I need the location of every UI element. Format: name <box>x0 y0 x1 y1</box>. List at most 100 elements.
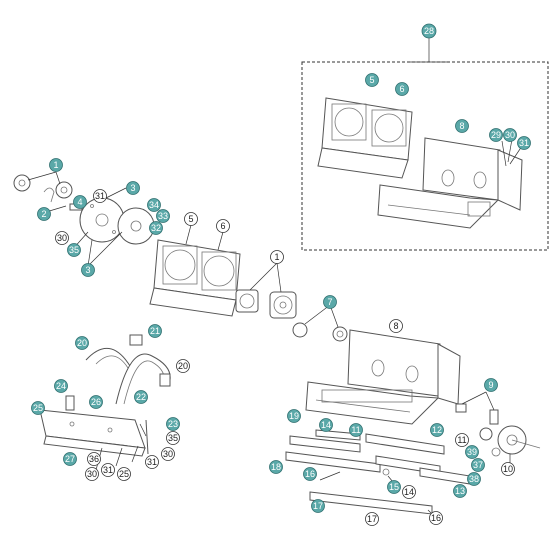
callout-30-low-2: 30 <box>85 467 99 481</box>
callout-1-left: 1 <box>49 158 63 172</box>
svg-text:30: 30 <box>57 233 67 243</box>
callout-26: 26 <box>89 395 103 409</box>
svg-text:32: 32 <box>151 223 161 233</box>
callout-11-b: 11 <box>455 433 469 447</box>
svg-text:22: 22 <box>136 392 146 402</box>
svg-text:3: 3 <box>85 265 90 275</box>
callout-16-b: 16 <box>429 511 443 525</box>
svg-text:17: 17 <box>367 514 377 524</box>
callout-30-inset: 30 <box>503 128 517 142</box>
svg-text:35: 35 <box>69 245 79 255</box>
inset-assembly <box>301 38 549 251</box>
flange-plate-left <box>79 197 125 243</box>
callout-5-inset: 5 <box>365 73 379 87</box>
svg-text:5: 5 <box>188 214 193 224</box>
callout-31-inset: 31 <box>517 136 531 150</box>
callout-31-low-2: 31 <box>101 463 115 477</box>
svg-text:35: 35 <box>168 433 178 443</box>
callout-17-b: 17 <box>365 512 379 526</box>
callout-10: 10 <box>501 462 515 476</box>
callout-19: 19 <box>287 409 301 423</box>
svg-text:23: 23 <box>168 419 178 429</box>
callout-30-low: 30 <box>161 447 175 461</box>
svg-text:27: 27 <box>65 454 75 464</box>
svg-text:28: 28 <box>424 26 434 36</box>
callout-14-a: 14 <box>319 418 333 432</box>
fan-assembly-left <box>13 171 73 199</box>
svg-text:6: 6 <box>220 221 225 231</box>
callout-33: 33 <box>156 209 170 223</box>
svg-text:5: 5 <box>369 75 374 85</box>
svg-text:30: 30 <box>505 130 515 140</box>
svg-text:39: 39 <box>467 447 477 457</box>
callout-11-a: 11 <box>349 423 363 437</box>
callout-8: 8 <box>389 319 403 333</box>
callout-6-inset: 6 <box>395 82 409 96</box>
callout-30-left: 30 <box>55 231 69 245</box>
callout-36: 36 <box>87 452 101 466</box>
callout-28: 28 <box>421 23 437 39</box>
callout-9: 9 <box>484 378 498 392</box>
svg-text:25: 25 <box>33 403 43 413</box>
svg-text:33: 33 <box>158 211 168 221</box>
svg-text:1: 1 <box>274 252 279 262</box>
svg-text:29: 29 <box>491 130 501 140</box>
callout-13: 13 <box>453 484 467 498</box>
callout-18: 18 <box>269 460 283 474</box>
svg-text:14: 14 <box>404 487 414 497</box>
callout-27: 27 <box>63 452 77 466</box>
svg-text:21: 21 <box>150 326 160 336</box>
svg-text:9: 9 <box>488 380 493 390</box>
callout-31-left: 31 <box>93 189 107 203</box>
svg-text:31: 31 <box>95 191 105 201</box>
callout-6: 6 <box>216 219 230 233</box>
svg-text:36: 36 <box>89 454 99 464</box>
callout-7: 7 <box>323 295 337 309</box>
callout-20-right: 20 <box>176 359 190 373</box>
fan-assembly-center <box>235 262 297 319</box>
callout-29: 29 <box>489 128 503 142</box>
callout-25-low: 25 <box>117 467 131 481</box>
callout-20-left: 20 <box>75 336 89 350</box>
callout-8-inset: 8 <box>455 119 469 133</box>
svg-text:20: 20 <box>178 361 188 371</box>
svg-text:17: 17 <box>313 501 323 511</box>
svg-text:31: 31 <box>103 465 113 475</box>
callout-25-left: 25 <box>31 401 45 415</box>
motor-assembly <box>455 391 541 464</box>
svg-text:31: 31 <box>147 457 157 467</box>
callout-22: 22 <box>134 390 148 404</box>
svg-text:24: 24 <box>56 381 66 391</box>
hose-assembly <box>85 334 171 405</box>
svg-text:13: 13 <box>455 486 465 496</box>
svg-text:38: 38 <box>469 474 479 484</box>
svg-text:8: 8 <box>459 121 464 131</box>
svg-text:10: 10 <box>503 464 513 474</box>
svg-text:30: 30 <box>87 469 97 479</box>
callout-38: 38 <box>467 472 481 486</box>
svg-text:7: 7 <box>327 297 332 307</box>
svg-text:19: 19 <box>289 411 299 421</box>
callout-32: 32 <box>149 221 163 235</box>
svg-text:11: 11 <box>457 435 466 445</box>
svg-text:20: 20 <box>77 338 87 348</box>
callout-34: 34 <box>147 198 161 212</box>
svg-text:12: 12 <box>432 425 442 435</box>
callout-37: 37 <box>471 458 485 472</box>
svg-text:2: 2 <box>41 209 46 219</box>
svg-text:31: 31 <box>519 138 529 148</box>
mounting-bracket <box>39 395 149 471</box>
callout-17-a: 17 <box>311 499 325 513</box>
svg-text:11: 11 <box>351 425 360 435</box>
svg-text:3: 3 <box>130 183 135 193</box>
callout-12: 12 <box>430 423 444 437</box>
callout-3-top: 3 <box>126 181 140 195</box>
svg-text:26: 26 <box>91 397 101 407</box>
svg-text:1: 1 <box>53 160 58 170</box>
panel-assembly <box>149 224 241 317</box>
main-housing <box>305 329 461 425</box>
svg-text:16: 16 <box>431 513 441 523</box>
callout-35-left: 35 <box>67 243 81 257</box>
callout-14-b: 14 <box>402 485 416 499</box>
